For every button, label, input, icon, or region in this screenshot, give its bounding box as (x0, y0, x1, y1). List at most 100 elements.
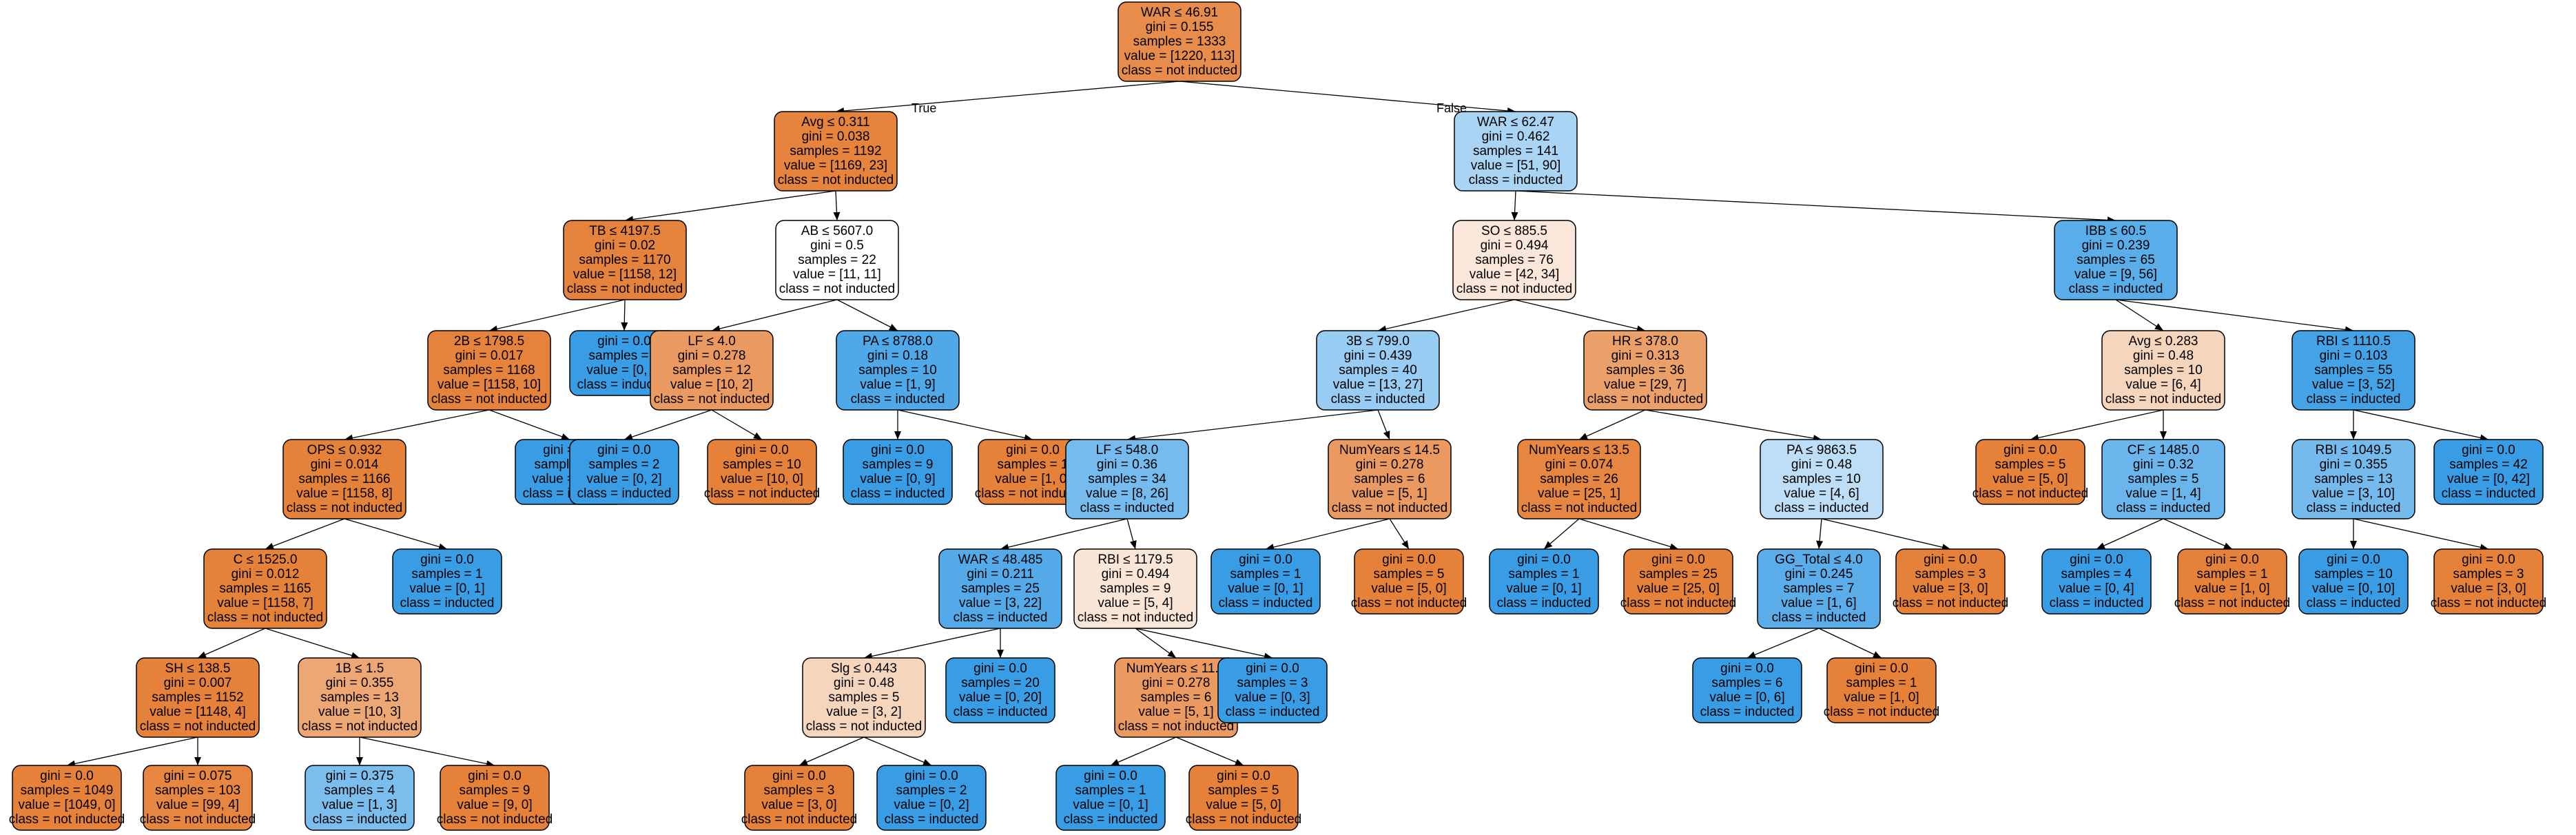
tree-node-line: gini = 0.0 (1239, 553, 1292, 567)
tree-node-line: value = [0, 3] (1235, 690, 1310, 705)
tree-node-line: class = inducted (1497, 596, 1591, 610)
tree-node-line: gini = 0.375 (326, 769, 394, 783)
tree-node-line: Avg ≤ 0.311 (801, 115, 870, 130)
tree-node-line: PA ≤ 8788.0 (863, 334, 933, 349)
tree-node-box (650, 330, 774, 411)
tree-node-line: RBI ≤ 1049.5 (2316, 443, 2392, 457)
tree-node-line: samples = 20 (961, 676, 1040, 690)
tree-node-line: samples = 3 (764, 783, 835, 798)
tree-node-line: gini = 0.0 (1084, 769, 1137, 783)
tree-node-line: HR ≤ 378.0 (1612, 334, 1678, 349)
tree-edge-arrowhead (833, 212, 841, 220)
tree-node-line: samples = 76 (1475, 253, 1554, 267)
tree-node-line: class = inducted (400, 596, 495, 610)
tree-node-line: CF ≤ 1485.0 (2127, 443, 2199, 457)
tree-node-box (203, 548, 327, 629)
tree-node-line: class = inducted (2116, 501, 2211, 515)
tree-node-line: class = inducted (954, 610, 1048, 625)
tree-node-line: samples = 40 (1339, 363, 1417, 378)
tree-node-line: samples = 13 (320, 690, 399, 705)
tree-node-line: gini = 0.211 (967, 567, 1033, 581)
tree-edge (2353, 518, 2489, 550)
tree-node-line: class = not inducted (140, 812, 256, 827)
tree-node-line: LF ≤ 4.0 (688, 334, 736, 349)
tree-node-line: class = not inducted (287, 501, 402, 515)
tree-node-line: gini = 0.0 (1217, 769, 1270, 783)
tree-node-line: value = [25, 1] (1538, 486, 1620, 501)
tree-node-line: PA ≤ 9863.5 (1786, 443, 1857, 457)
tree-edge (1515, 190, 2116, 221)
tree-node-line: samples = 10 (723, 457, 801, 472)
tree-edge-arrowhead (997, 650, 1004, 658)
tree-edge-arrowhead (1130, 540, 1137, 549)
tree-edge (488, 299, 626, 331)
tree-node-box (1757, 548, 1881, 629)
tree-node-line: class = not inducted (1351, 596, 1467, 610)
tree-node-line: gini = 0.0 (420, 553, 474, 567)
tree-node-line: gini = 0.439 (1344, 349, 1412, 363)
tree-node-line: samples = 3 (1237, 676, 1308, 690)
tree-node-line: gini = 0.0 (1246, 661, 1299, 676)
tree-edge-arrowhead (1383, 431, 1390, 440)
tree-node-line: class = inducted (577, 378, 672, 392)
tree-edge (2030, 409, 2164, 440)
tree-node-line: samples = 36 (1606, 363, 1684, 378)
tree-node-line: value = [1, 0] (2194, 581, 2269, 596)
tree-edge (624, 190, 836, 221)
tree-edge (265, 628, 360, 659)
tree-edge-arrowhead (2223, 542, 2232, 549)
tree-node-line: value = [1158, 12] (573, 267, 677, 282)
tree-node-line: gini = 0.0 (1720, 661, 1774, 676)
tree-node-box (836, 330, 960, 411)
tree-node-box (2433, 548, 2544, 615)
tree-node-line: 1B ≤ 1.5 (336, 661, 384, 676)
tree-node-line: class = not inducted (140, 719, 256, 734)
tree-node-line: gini = 0.007 (164, 676, 232, 690)
tree-node-box (775, 220, 899, 300)
tree-node-box (2433, 439, 2544, 505)
tree-node-box (305, 765, 415, 831)
tree-node-line: OPS ≤ 0.932 (307, 443, 382, 457)
tree-node-line: value = [42, 34] (1470, 267, 1559, 282)
tree-edge (1377, 299, 1515, 331)
tree-node-line: class = not inducted (1332, 501, 1447, 515)
tree-node-box (2041, 548, 2152, 615)
tree-node-line: samples = 1152 (152, 690, 243, 705)
tree-node-line: value = [0, 42] (2447, 472, 2530, 486)
tree-edge-arrowhead (799, 759, 808, 765)
tree-node-line: TB ≤ 4197.5 (589, 224, 660, 238)
tree-node-box (1354, 548, 1464, 615)
tree-node-line: class = not inducted (1824, 705, 1939, 719)
tree-node-line: samples = 1 (1846, 676, 1917, 690)
tree-node-line: gini = 0.462 (1482, 130, 1550, 144)
tree-node-box (1316, 330, 1440, 411)
tree-node-line: gini = 0.355 (2320, 457, 2388, 472)
tree-node-line: gini = 0.494 (1481, 238, 1549, 253)
tree-node-line: samples = 5 (1995, 457, 2066, 472)
tree-node-line: class = not inducted (1521, 501, 1637, 515)
tree-edge (1135, 628, 1177, 659)
tree-node-line: gini = 0.0 (1517, 553, 1571, 567)
tree-edge (836, 299, 898, 331)
tree-node-line: samples = 9 (863, 457, 934, 472)
tree-node-line: value = [99, 4] (156, 798, 239, 812)
tree-node-box (945, 657, 1055, 723)
tree-node-box (843, 439, 953, 505)
